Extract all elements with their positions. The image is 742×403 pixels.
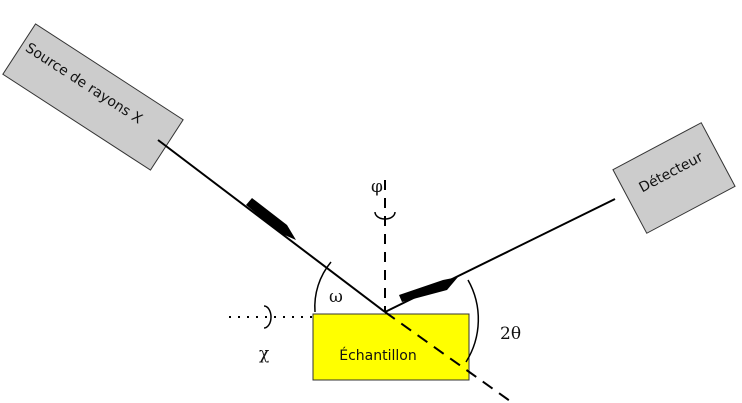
detector: Détecteur	[612, 122, 736, 234]
chi-rotation-icon	[263, 305, 272, 329]
incident-beam-arrow	[246, 198, 296, 240]
two-theta-label: 2θ	[500, 324, 521, 344]
omega-label: ω	[329, 287, 343, 307]
sample-label: Échantillon	[339, 347, 416, 364]
phi-label: φ	[371, 177, 383, 197]
two-theta-arc	[465, 279, 480, 363]
omega-arc	[314, 261, 332, 313]
sample-box	[312, 313, 470, 381]
xray-source-box	[2, 23, 184, 171]
diffracted-beam-arrow	[399, 277, 458, 302]
phi-rotation-icon	[374, 211, 396, 220]
detector-box	[612, 122, 736, 234]
chi-label: χ	[259, 344, 269, 364]
xray-source: Source de rayons X	[2, 23, 184, 171]
transmitted-beam-dashed	[384, 311, 511, 402]
